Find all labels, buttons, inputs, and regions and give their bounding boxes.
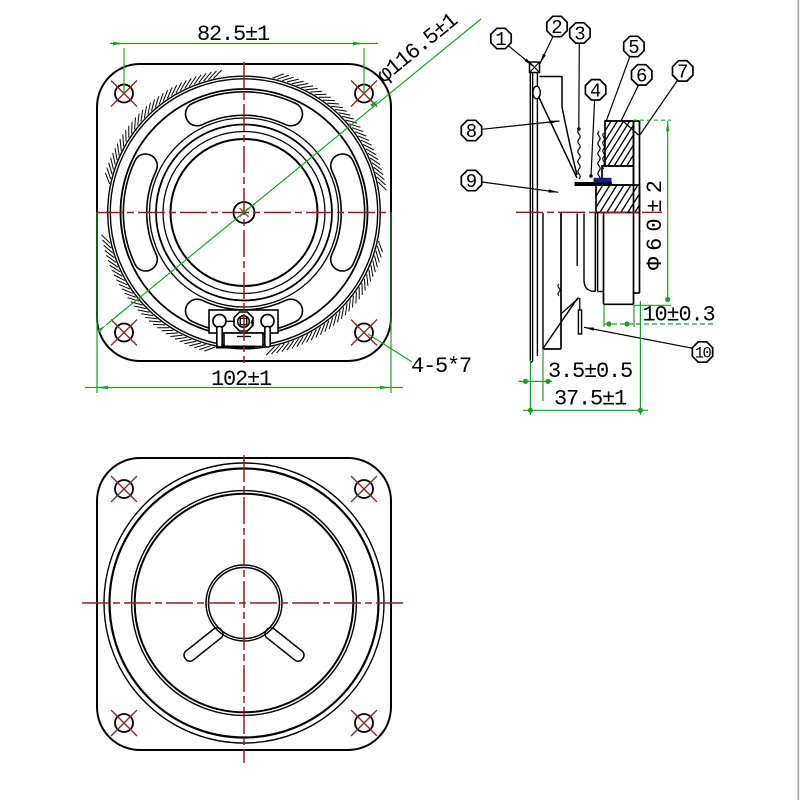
- svg-text:7: 7: [677, 61, 688, 83]
- svg-text:102±1: 102±1: [211, 367, 272, 392]
- svg-text:1: 1: [495, 29, 506, 51]
- svg-text:3: 3: [574, 24, 585, 46]
- svg-text:Φ60±2: Φ60±2: [643, 174, 668, 270]
- svg-text:4: 4: [590, 80, 601, 102]
- svg-text:3.5±0.5: 3.5±0.5: [548, 359, 632, 384]
- svg-text:37.5±1: 37.5±1: [554, 387, 627, 412]
- svg-text:4-5*7: 4-5*7: [411, 354, 471, 379]
- svg-text:8: 8: [466, 121, 477, 143]
- svg-text:82.5±1: 82.5±1: [197, 22, 270, 47]
- svg-text:10: 10: [695, 345, 712, 363]
- svg-text:6: 6: [636, 65, 647, 87]
- svg-text:10±0.3: 10±0.3: [642, 303, 714, 328]
- svg-text:5: 5: [628, 37, 639, 59]
- svg-text:2: 2: [551, 17, 562, 39]
- svg-text:9: 9: [466, 171, 477, 193]
